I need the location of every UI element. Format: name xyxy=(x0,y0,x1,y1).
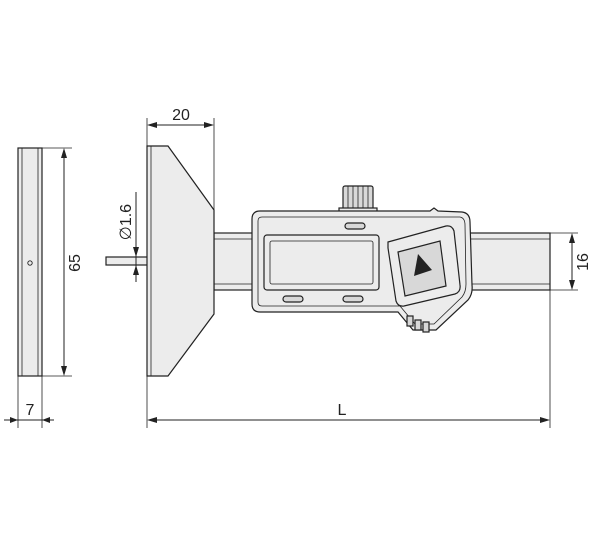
front-view: 20 ∅1.6 16 L xyxy=(105,107,592,428)
triangle-up-icon xyxy=(414,254,432,276)
height-dimension-label: 65 xyxy=(67,254,84,272)
base-hole xyxy=(27,260,33,266)
thickness-dimension-label: 7 xyxy=(26,402,35,419)
rod-diameter-dimension-label: ∅1.6 xyxy=(118,204,135,240)
top-slot xyxy=(344,222,366,230)
base-width-dimension-label: 20 xyxy=(172,107,190,124)
connector-bump xyxy=(406,315,414,327)
lcd-display xyxy=(263,234,380,291)
bottom-right-slot xyxy=(342,295,364,303)
side-view: 65 7 xyxy=(4,147,84,428)
depth-rod xyxy=(105,256,149,266)
base-front xyxy=(146,145,215,377)
overall-length-dimension-label: L xyxy=(338,402,347,419)
bottom-left-slot xyxy=(282,295,304,303)
body-height-dimension-label: 16 xyxy=(575,253,592,271)
